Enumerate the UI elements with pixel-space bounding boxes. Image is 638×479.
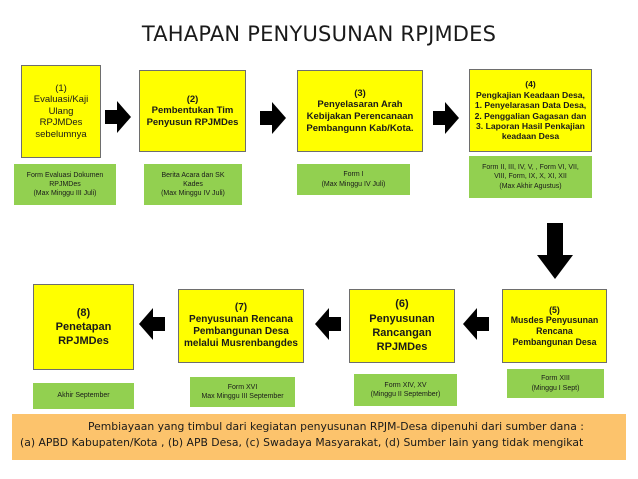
form-label: Berita Acara dan SK Kades (Max Minggu IV…: [161, 171, 225, 198]
page-title: TAHAPAN PENYUSUNAN RPJMDES: [141, 22, 497, 46]
arrow-right-icon: [260, 102, 286, 134]
step-label: Pembentukan Tim Penyusun RPJMDes: [146, 105, 239, 128]
step-1-form: Form Evaluasi Dokumen RPJMDes (Max Mingg…: [14, 164, 116, 205]
arrow-right-icon: [105, 101, 131, 133]
step-label: Penetapan RPJMDes: [55, 320, 112, 348]
step-number: (4): [525, 79, 536, 90]
funding-note: Pembiayaan yang timbul dari kegiatan pen…: [12, 414, 626, 460]
step-3-box: (3) Penyelasaran Arah Kebijakan Perencan…: [297, 70, 423, 152]
arrow-left-icon: [139, 308, 165, 340]
arrow-right-icon: [433, 102, 459, 134]
form-label: Form II, III, IV, V, , Form VI, VII, VII…: [482, 164, 579, 190]
arrow-left-icon: [463, 308, 489, 340]
step-5-form: Form XIII (Minggu I Sept): [507, 369, 604, 398]
step-label: Penyusunan Rancangan RPJMDes: [369, 312, 435, 354]
form-label: Form Evaluasi Dokumen RPJMDes (Max Mingg…: [26, 171, 104, 198]
step-number: (3): [354, 87, 366, 99]
step-5-box: (5) Musdes Penyusunan Rencana Pembanguna…: [502, 289, 607, 363]
step-number: (8): [76, 306, 91, 319]
form-label: Akhir September: [57, 392, 110, 400]
form-label: Form XIII (Minggu I Sept): [531, 375, 580, 392]
form-label: Form XIV, XV (Minggu II September): [370, 381, 441, 398]
step-label: Evaluasi/Kaji Ulang RPJMDes sebelumnya: [33, 94, 89, 140]
step-number: (7): [234, 301, 248, 313]
step-2-form: Berita Acara dan SK Kades (Max Minggu IV…: [144, 164, 242, 205]
step-7-form: Form XVI Max Minggu III September: [190, 377, 295, 407]
step-number: (2): [186, 93, 199, 105]
form-label: Form I (Max Minggu IV Juli): [321, 171, 386, 188]
step-2-box: (2) Pembentukan Tim Penyusun RPJMDes: [139, 70, 246, 152]
step-number: (1): [55, 82, 67, 94]
arrow-down-icon: [537, 223, 573, 279]
funding-note-line-2: (a) APBD Kabupaten/Kota , (b) APB Desa, …: [20, 436, 584, 450]
step-3-form: Form I (Max Minggu IV Juli): [297, 164, 410, 195]
form-label: Form XVI Max Minggu III September: [201, 383, 284, 400]
step-6-form: Form XIV, XV (Minggu II September): [354, 374, 457, 406]
arrow-left-icon: [315, 308, 341, 340]
step-1-box: (1) Evaluasi/Kaji Ulang RPJMDes sebelumn…: [21, 65, 101, 158]
step-8-box: (8) Penetapan RPJMDes: [33, 284, 134, 370]
step-label: Musdes Penyusunan Rencana Pembangunan De…: [510, 315, 599, 347]
step-number: (5): [549, 304, 560, 315]
step-7-box: (7) Penyusunan Rencana Pembangunan Desa …: [178, 289, 304, 363]
step-4-box: (4) Pengkajian Keadaan Desa, 1. Penyelar…: [469, 69, 592, 152]
funding-note-line-1: Pembiayaan yang timbul dari kegiatan pen…: [88, 420, 584, 433]
step-6-box: (6) Penyusunan Rancangan RPJMDes: [349, 289, 455, 363]
step-number: (6): [395, 298, 409, 311]
step-label: Penyelasaran Arah Kebijakan Perencanaan …: [306, 99, 414, 134]
step-8-form: Akhir September: [33, 383, 134, 409]
step-label: Penyusunan Rencana Pembangunan Desa mela…: [184, 313, 298, 350]
step-label: Pengkajian Keadaan Desa, 1. Penyelarasan…: [474, 89, 587, 142]
step-4-form: Form II, III, IV, V, , Form VI, VII, VII…: [469, 156, 592, 198]
